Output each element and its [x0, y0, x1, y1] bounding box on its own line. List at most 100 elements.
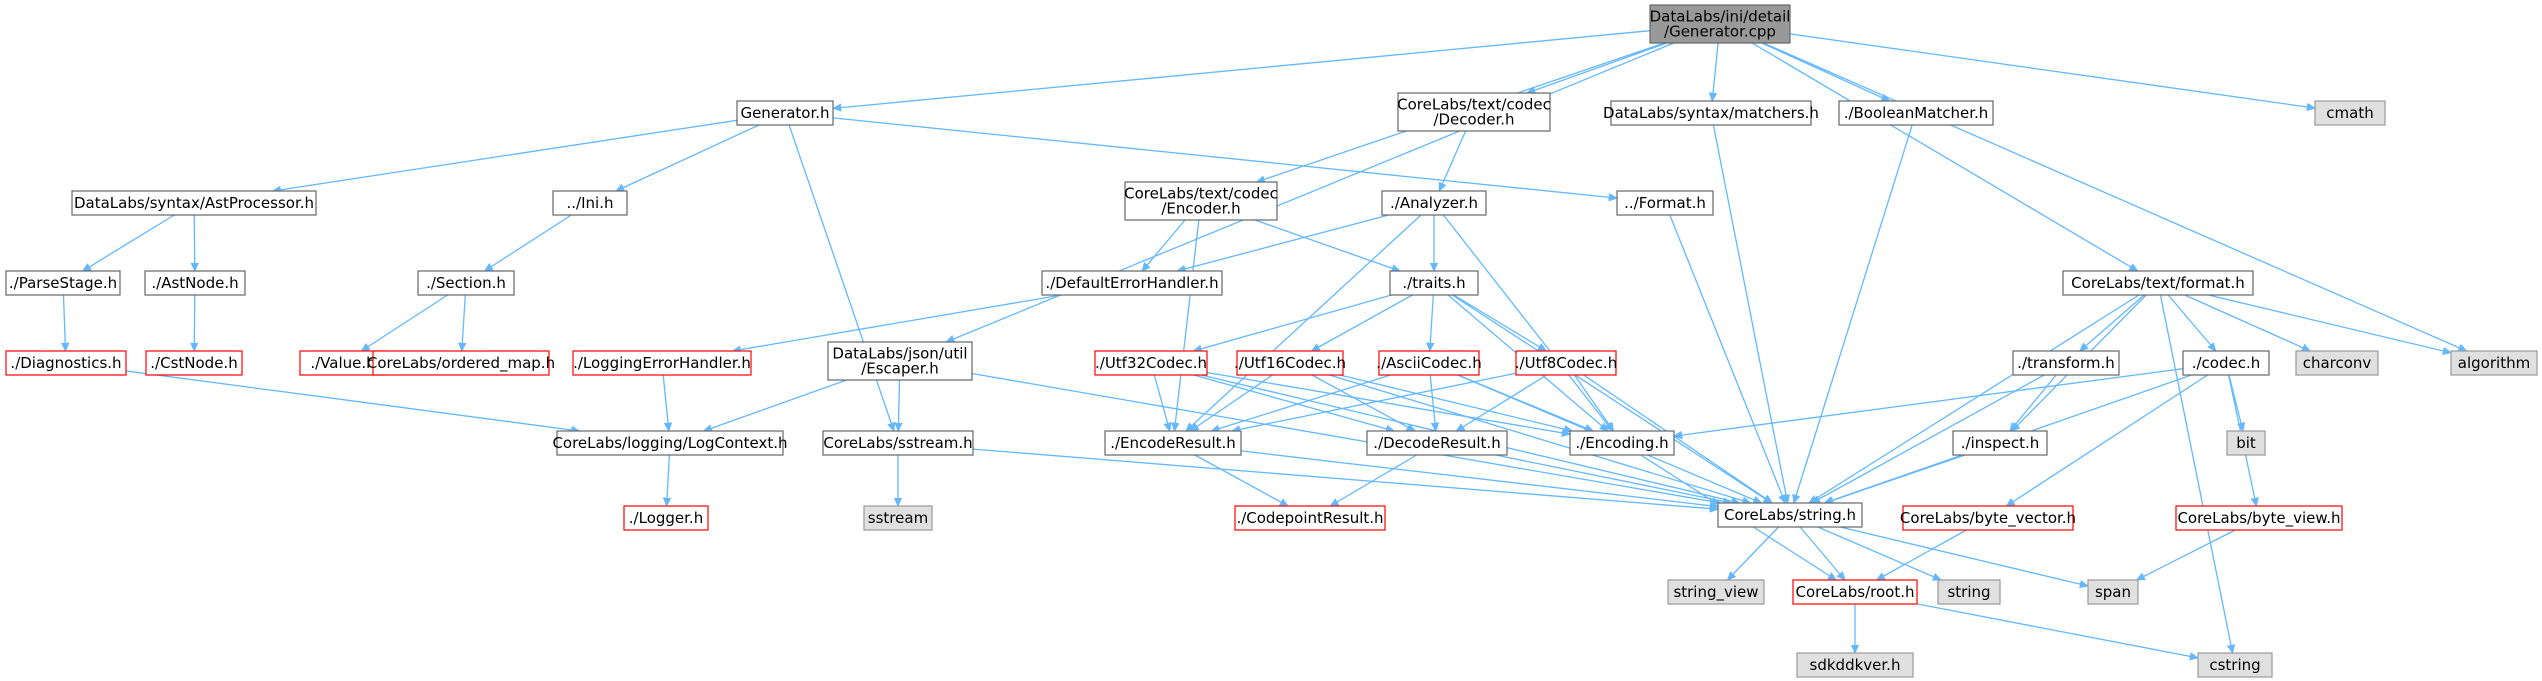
node-label: DataLabs/json/util [832, 345, 967, 363]
node-label: CoreLabs/text/codec [1124, 185, 1278, 203]
node-label: cmath [2326, 104, 2373, 122]
node-root-h[interactable]: CoreLabs/root.h [1792, 579, 1918, 605]
edge-textformat-to-codec [2167, 294, 2216, 351]
edge-escaper-to-sstream_h [898, 379, 899, 431]
node-label: ./Section.h [426, 274, 506, 292]
edge-parsestage-to-diag [64, 294, 66, 351]
node-box [1397, 92, 1551, 132]
edge-textformat-to-string_h [1809, 294, 2140, 503]
edge-utf16-to-encoding [1339, 374, 1572, 431]
edge-decres-to-cpres [1330, 454, 1418, 506]
node-logerr[interactable]: ./LoggingErrorHandler.h [572, 350, 752, 376]
node-label: ./CstNode.h [150, 354, 237, 372]
node-cpres[interactable]: ./CodepointResult.h [1234, 505, 1386, 531]
node-gen[interactable]: Generator.h [736, 100, 834, 126]
node-logctx[interactable]: CoreLabs/logging/LogContext.h [552, 430, 788, 456]
node-label: ./CodepointResult.h [1236, 509, 1383, 527]
node-section[interactable]: ./Section.h [417, 270, 515, 296]
node-label: Generator.h [740, 104, 829, 122]
edge-gen-to-astproc [273, 119, 738, 191]
node-label: ./DecodeResult.h [1373, 434, 1500, 452]
node-root[interactable]: DataLabs/ini/detail/Generator.cpp [1649, 4, 1791, 44]
edge-encoder-to-encres [1174, 219, 1200, 431]
node-label: cstring [2209, 656, 2260, 674]
edge-encoder-to-deferr [1142, 219, 1186, 271]
node-deferr[interactable]: ./DefaultErrorHandler.h [1041, 270, 1223, 296]
edge-root-to-cmath [1789, 33, 2315, 108]
node-label: string [1947, 583, 1990, 601]
edge-string_h-to-string [1817, 526, 1941, 581]
node-decoder[interactable]: CoreLabs/text/codec/Decoder.h [1397, 92, 1551, 132]
node-box [2314, 100, 2386, 126]
node-label: algorithm [2458, 354, 2530, 372]
node-codec[interactable]: ./codec.h [2182, 350, 2270, 376]
node-decres[interactable]: ./DecodeResult.h [1366, 430, 1508, 456]
edge-astnode-to-cstnode [194, 294, 195, 351]
node-traits[interactable]: ./traits.h [1389, 270, 1479, 296]
node-box [1610, 100, 1812, 126]
node-string-view: string_view [1667, 579, 1765, 605]
edge-string_h-to-span [1840, 526, 2088, 586]
edge-string_h-to-root_h [1799, 526, 1845, 580]
node-box [1515, 350, 1617, 376]
node-cstring: cstring [2197, 652, 2273, 678]
node-value[interactable]: ./Value.h [299, 350, 387, 376]
node-astnode[interactable]: ./AstNode.h [144, 270, 246, 296]
node-label: CoreLabs/text/format.h [2071, 274, 2245, 292]
node-bytevec[interactable]: CoreLabs/byte_vector.h [1900, 505, 2076, 531]
node-utf8[interactable]: ./Utf8Codec.h [1515, 350, 1617, 376]
node-label: ./Utf16Codec.h [1234, 354, 1346, 372]
node-format[interactable]: ../Format.h [1616, 190, 1714, 216]
node-boolm[interactable]: ./BooleanMatcher.h [1838, 100, 1994, 126]
node-string-h[interactable]: CoreLabs/string.h [1717, 502, 1863, 528]
node-box [1104, 430, 1242, 456]
node-ordmap[interactable]: CoreLabs/ordered_map.h [367, 350, 555, 376]
edge-textformat-to-cstring [2159, 294, 2232, 653]
node-label: CoreLabs/byte_vector.h [1900, 509, 2076, 528]
node-analyzer[interactable]: ./Analyzer.h [1381, 190, 1487, 216]
node-utf16[interactable]: ./Utf16Codec.h [1234, 350, 1346, 376]
node-encoding[interactable]: ./Encoding.h [1569, 430, 1675, 456]
node-label: ./traits.h [1402, 274, 1465, 292]
edge-traits-to-ascii [1430, 294, 1434, 351]
node-label: ./Encoding.h [1575, 434, 1668, 452]
node-astproc[interactable]: DataLabs/syntax/AstProcessor.h [71, 190, 317, 216]
node-sstream-h[interactable]: CoreLabs/sstream.h [822, 430, 974, 456]
node-label: DataLabs/ini/detail [1650, 8, 1791, 26]
node-label: sdkddkver.h [1810, 656, 1901, 674]
edge-utf16-to-decres [1311, 374, 1415, 432]
node-byteview[interactable]: CoreLabs/byte_view.h [2175, 505, 2343, 531]
node-box [2062, 270, 2254, 296]
node-ini[interactable]: ../Ini.h [552, 190, 628, 216]
node-box [1094, 350, 1208, 376]
node-label: charconv [2303, 354, 2372, 372]
node-matchers[interactable]: DataLabs/syntax/matchers.h [1603, 100, 1819, 126]
node-textformat[interactable]: CoreLabs/text/format.h [2062, 270, 2254, 296]
node-box [1952, 430, 2048, 456]
edge-root-to-textformat [1751, 42, 2138, 271]
edge-matchers-to-string_h [1712, 124, 1787, 503]
node-box [822, 430, 974, 456]
node-parsestage[interactable]: ./ParseStage.h [5, 270, 121, 296]
node-sdkddkver: sdkddkver.h [1796, 652, 1914, 678]
node-box [417, 270, 515, 296]
node-label: ./BooleanMatcher.h [1844, 104, 1989, 122]
node-escaper[interactable]: DataLabs/json/util/Escaper.h [827, 341, 973, 381]
edge-analyzer-to-encres [1186, 214, 1422, 431]
edge-traits-to-utf32 [1194, 294, 1392, 351]
node-logger[interactable]: ./Logger.h [623, 505, 709, 531]
node-cstnode[interactable]: ./CstNode.h [145, 350, 243, 376]
node-transform[interactable]: ./transform.h [2012, 350, 2120, 376]
node-ascii[interactable]: ./AsciiCodec.h [1376, 350, 1482, 376]
node-inspect[interactable]: ./inspect.h [1952, 430, 2048, 456]
node-utf32[interactable]: ./Utf32Codec.h [1094, 350, 1208, 376]
edge-decres-to-string_h [1495, 454, 1731, 503]
node-box [863, 505, 933, 531]
edge-deferr-to-logerr [733, 294, 1062, 351]
node-encoder[interactable]: CoreLabs/text/codec/Encoder.h [1124, 181, 1278, 221]
edge-transform-to-inspect [2010, 374, 2057, 431]
node-diag[interactable]: ./Diagnostics.h [5, 350, 127, 376]
node-label: sstream [868, 509, 928, 527]
node-encres[interactable]: ./EncodeResult.h [1104, 430, 1242, 456]
